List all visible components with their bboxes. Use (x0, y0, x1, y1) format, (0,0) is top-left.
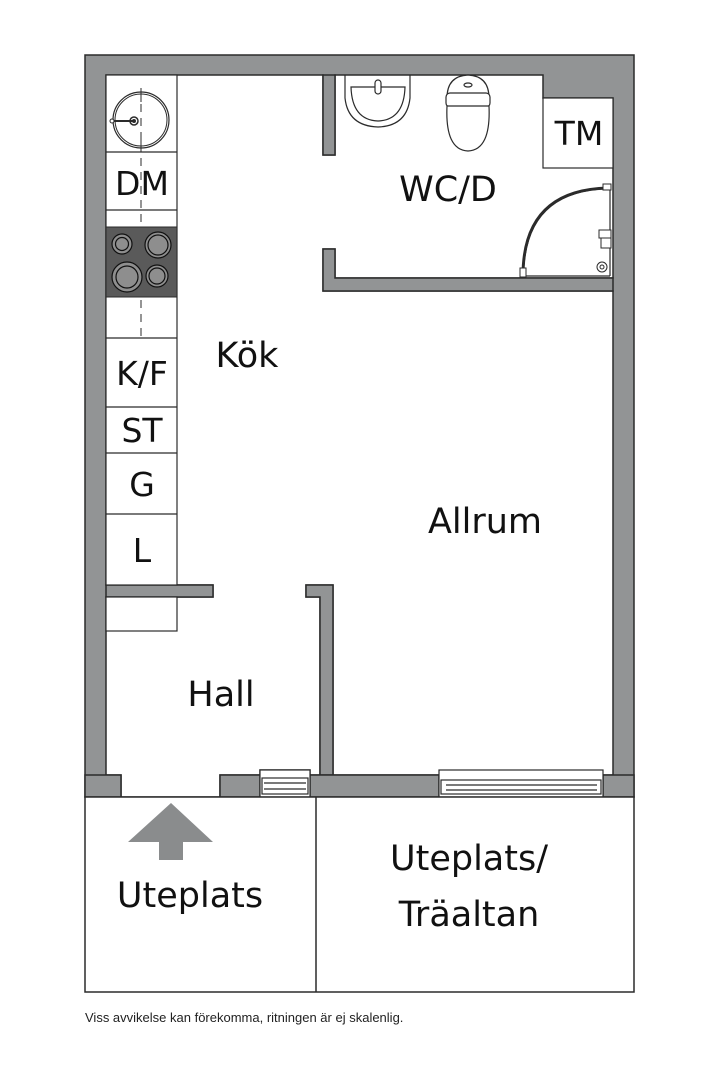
washing-machine-box (542, 97, 614, 169)
interior-walls (84, 74, 635, 798)
stove-icon (105, 226, 178, 298)
label-wardrobe-l: L (133, 531, 152, 570)
room-label-patio-right-1: Uteplats/ (390, 839, 548, 879)
entrance-arrow-icon (128, 803, 213, 860)
room-label-bathroom: WC/D (399, 170, 497, 210)
label-storage: ST (121, 411, 163, 450)
hall-partition-left (105, 584, 214, 598)
shower-icon (519, 183, 612, 278)
label-washing-machine: TM (554, 114, 604, 153)
label-wardrobe-g: G (129, 465, 155, 504)
room-label-patio-left: Uteplats (117, 876, 263, 916)
wc-wall-lower (322, 248, 614, 292)
room-label-kitchen: Kök (216, 336, 280, 376)
label-fridge-freezer: K/F (116, 354, 168, 393)
room-label-hall: Hall (187, 675, 254, 715)
interior-floor (105, 74, 614, 798)
washbasin-icon (344, 75, 411, 128)
labels: DM K/F ST G L TM Kök WC/D Allrum Hall Ut… (115, 114, 603, 935)
wc-wall-stub-upper (322, 74, 336, 156)
room-label-patio-right-2: Träaltan (398, 895, 540, 935)
toilet-icon (445, 74, 491, 152)
label-dishwasher: DM (115, 164, 169, 203)
disclaimer-text: Viss avvikelse kan förekomma, ritningen … (85, 1010, 404, 1025)
window-icon (259, 769, 604, 798)
kitchen-sink-icon (109, 88, 170, 152)
room-label-living: Allrum (428, 502, 542, 542)
